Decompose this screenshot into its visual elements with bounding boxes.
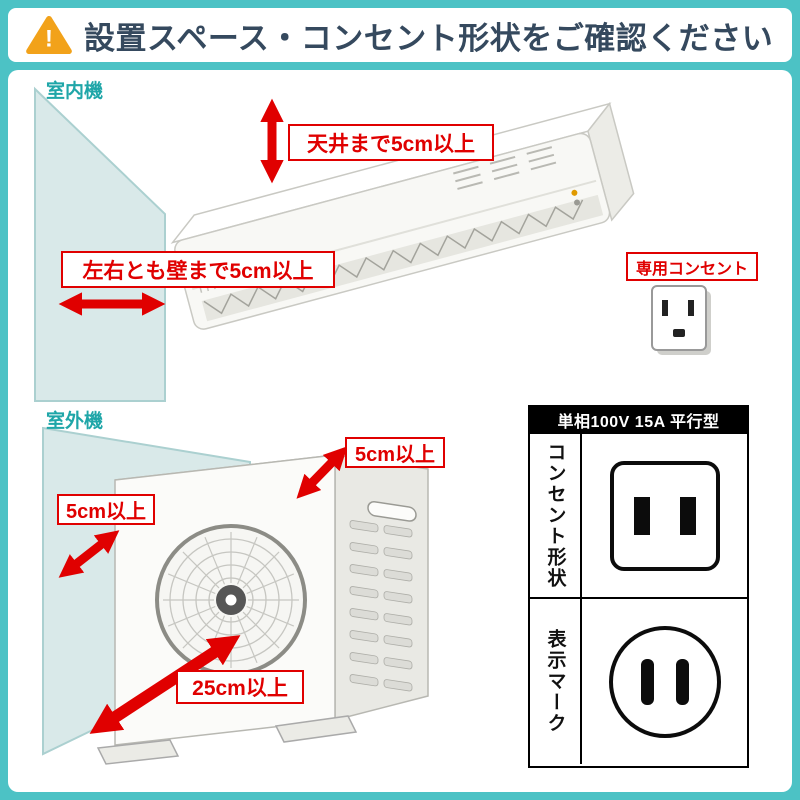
display-mark-cell	[582, 599, 747, 764]
dedicated-outlet-label: 専用コンセント	[626, 252, 758, 281]
main-panel: 室内機	[8, 70, 792, 792]
front-vent-slots	[453, 146, 557, 190]
indoor-unit-illustration	[34, 86, 711, 402]
outlet-shape-slot-left	[633, 496, 650, 535]
spec-row-display-mark: 表示マーク	[530, 599, 747, 764]
outlet-slot-right	[688, 300, 694, 316]
ceiling-clearance-label: 天井まで5cm以上	[288, 124, 494, 161]
carry-handle	[367, 501, 417, 522]
outdoor-unit-illustration	[42, 426, 429, 765]
room-corner-wall	[34, 86, 166, 402]
plug-mark-pin-left	[640, 658, 654, 705]
display-mark-row-label: 表示マーク	[530, 599, 582, 764]
outlet-shape-cell	[582, 434, 747, 597]
power-spec-header: 単相100V 15A 平行型	[528, 405, 749, 434]
spec-row-outlet-shape: コンセント形状	[530, 434, 747, 599]
side-vents	[349, 501, 417, 692]
front-clearance-arrow	[89, 635, 241, 734]
top-clearance-arrow	[296, 446, 348, 499]
side-clearance-label: 左右とも壁まで5cm以上	[61, 251, 335, 288]
fan-grille	[155, 524, 307, 676]
outdoor-top-clearance-label: 5cm以上	[345, 437, 445, 468]
page-title: 設置スペース・コンセント形状をご確認ください	[84, 20, 774, 56]
outdoor-front-clearance-label: 25cm以上	[176, 670, 304, 704]
parallel-outlet-shape-icon	[609, 460, 720, 571]
outlet-shape-slot-right	[679, 496, 696, 535]
power-spec-table: 単相100V 15A 平行型 コンセント形状 表示マーク	[528, 405, 749, 768]
parallel-plug-mark-icon	[608, 625, 721, 738]
wall-outlet	[651, 285, 711, 355]
plug-mark-pin-right	[675, 658, 689, 705]
outdoor-unit-section-label: 室外機	[46, 411, 104, 432]
power-spec-body: コンセント形状 表示マーク	[528, 434, 749, 768]
indicator-led	[571, 189, 578, 196]
warning-glyph: !	[45, 25, 53, 52]
foot-right	[274, 715, 358, 743]
warning-icon: !	[26, 15, 72, 55]
outlet-lower-hole	[673, 329, 685, 337]
louver-fins	[203, 199, 584, 315]
header: ! 設置スペース・コンセント形状をご確認ください	[8, 8, 792, 62]
indoor-unit-section-label: 室内機	[46, 81, 104, 102]
outdoor-back-clearance-label: 5cm以上	[57, 494, 155, 525]
outlet-shape-row-label: コンセント形状	[530, 434, 582, 597]
back-clearance-arrow	[58, 530, 120, 578]
indicator-led-2	[574, 199, 581, 206]
outlet-slot-left	[662, 300, 668, 316]
foot-left	[96, 739, 180, 765]
